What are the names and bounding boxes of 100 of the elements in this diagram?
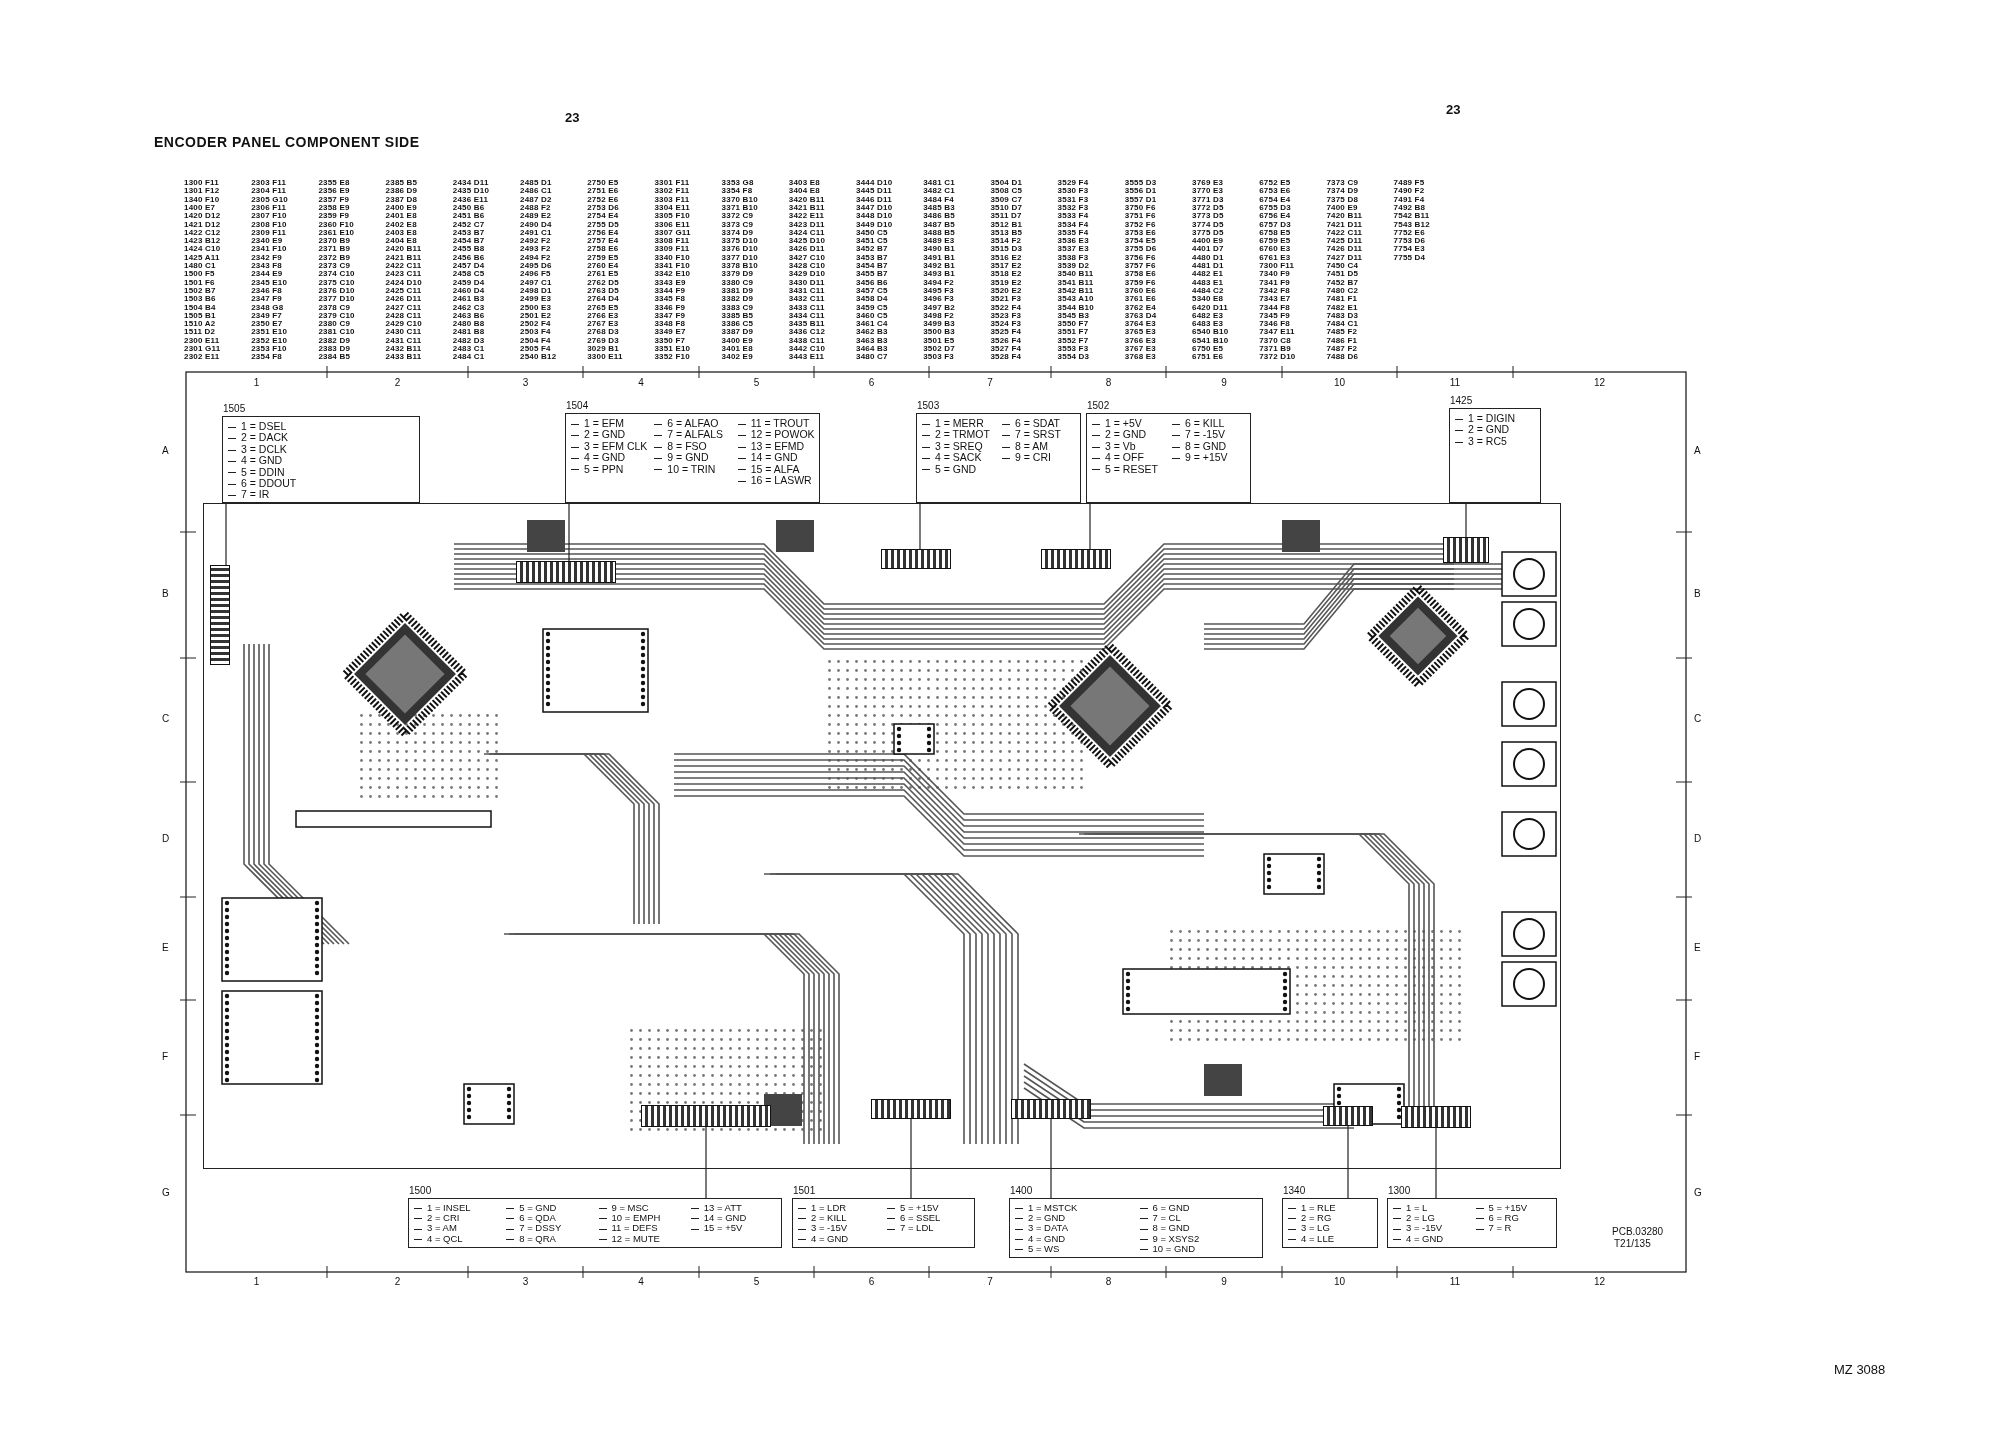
component-location-entry: 3753 E6 xyxy=(1124,228,1156,237)
component-location-entry: 3511 D7 xyxy=(990,212,1022,221)
component-location-entry: 7421 D11 xyxy=(1326,220,1363,229)
leader-line xyxy=(919,502,921,550)
pin-assignment: 11 = DEFS xyxy=(598,1223,685,1234)
pin-assignment: 12 = POWOK xyxy=(737,429,815,441)
component-location-entry: 1422 C12 xyxy=(184,228,221,237)
component-location-entry: 3424 C11 xyxy=(788,228,825,237)
component-location-entry: 3760 E6 xyxy=(1124,286,1156,295)
component-location-entry: 3454 B7 xyxy=(856,262,888,270)
component-location-entry: 3761 E6 xyxy=(1124,295,1156,304)
component-location-entry: 3525 F4 xyxy=(990,328,1022,337)
page-number: 23 xyxy=(1446,102,1461,117)
pin-assignment: 3 = Vb xyxy=(1092,440,1166,453)
component-location-entry: 3353 G8 xyxy=(721,179,754,187)
component-location-entry: 2455 B8 xyxy=(452,245,485,254)
component-location-entry: 2403 E8 xyxy=(385,228,417,237)
component-location-entry: 3344 F9 xyxy=(654,286,686,295)
leader-line xyxy=(568,502,570,562)
component-location-entry: 2434 D11 xyxy=(452,179,489,187)
grid-column-number: 10 xyxy=(1332,1276,1347,1287)
component-location-entry: 3426 D11 xyxy=(788,245,825,254)
component-location-entry: 5340 E8 xyxy=(1192,295,1224,304)
pin-assignment: 3 = DCLK xyxy=(228,443,415,456)
pin-assignment: 1 = DSEL xyxy=(228,421,415,433)
component-location-entry: 7425 D11 xyxy=(1326,237,1363,246)
pin-assignment: 1 = EFM xyxy=(571,418,649,430)
component-location-entry: 3486 B5 xyxy=(923,212,955,221)
component-location-entry: 3764 E3 xyxy=(1124,320,1156,329)
component-location-entry: 3550 F7 xyxy=(1057,320,1089,329)
grid-column-number: 11 xyxy=(1448,1276,1462,1287)
component-location-entry: 6753 E6 xyxy=(1259,187,1291,196)
grid-row-letter: E xyxy=(162,941,169,953)
component-location-entry: 3422 E11 xyxy=(788,212,825,221)
component-location-entry: 3427 C10 xyxy=(788,253,826,262)
component-location-entry: 1423 B12 xyxy=(184,237,221,246)
pin-assignment: 2 = GND xyxy=(1092,429,1166,441)
component-location-entry: 3759 F6 xyxy=(1124,278,1156,287)
component-location-entry: 7400 E9 xyxy=(1326,203,1358,212)
component-location-entry: 3453 B7 xyxy=(856,253,888,262)
pin-assignment: 7 = IR xyxy=(228,489,415,501)
pin-assignment: 8 = GND xyxy=(1172,440,1246,453)
component-location-entry: 3382 D9 xyxy=(721,295,754,304)
component-location-entry: 2433 B11 xyxy=(385,353,422,362)
component-location-entry: 3307 G11 xyxy=(654,228,691,237)
component-location-entry: 3352 F10 xyxy=(654,353,690,362)
component-location-entry: 1503 B6 xyxy=(184,295,216,304)
pin-assignment: 2 = LG xyxy=(1393,1213,1470,1224)
component-location-entry: 2361 E10 xyxy=(318,228,355,237)
connector-header xyxy=(210,565,230,665)
pin-assignment: 16 = LASWR xyxy=(737,475,815,487)
component-location-entry: 2753 D6 xyxy=(587,203,619,212)
pin-assignment: 13 = EFMD xyxy=(737,440,815,453)
component-location-entry: 2751 E6 xyxy=(587,187,619,196)
component-location-entry: 3456 B6 xyxy=(856,278,888,287)
component-location-entry: 3303 F11 xyxy=(654,195,690,204)
component-location-entry: 3379 D9 xyxy=(721,270,754,279)
component-location-entry: 2401 E8 xyxy=(385,212,417,221)
component-location-entry: 2384 B5 xyxy=(318,353,351,362)
component-location-entry: 7344 F8 xyxy=(1259,303,1290,312)
pin-assignment: 1 = LDR xyxy=(798,1203,881,1214)
component-location-entry: 3354 F8 xyxy=(721,187,753,196)
pin-assignment: 15 = ALFA xyxy=(737,463,815,476)
component-location-entry: 3487 B5 xyxy=(923,220,955,229)
grid-row-letter: E xyxy=(1694,941,1701,953)
component-location-entry: 3455 B7 xyxy=(856,270,888,279)
component-location-entry: 3522 F4 xyxy=(990,303,1022,312)
leader-line xyxy=(1347,1125,1349,1199)
pin-assignment: 7 = ALFALS xyxy=(654,429,732,441)
component-location-entry: 2540 B12 xyxy=(520,353,557,362)
component-location-entry: 7420 B11 xyxy=(1326,212,1363,221)
component-location-entry: 6755 D3 xyxy=(1259,203,1291,212)
component-location-entry: 3433 C11 xyxy=(788,303,825,312)
document-number: MZ 3088 xyxy=(1834,1362,1886,1377)
component-location-entry: 2456 B6 xyxy=(452,253,485,262)
component-location-entry: 3493 B1 xyxy=(923,270,955,279)
component-location-entry: 3436 C12 xyxy=(788,328,826,337)
component-location-entry: 3504 D1 xyxy=(990,179,1023,187)
component-location-entry: 7752 E6 xyxy=(1393,228,1425,237)
component-location-entry: 2358 E9 xyxy=(318,203,350,212)
connector-header xyxy=(871,1099,951,1119)
pin-assignment: 1 = MERR xyxy=(922,418,996,430)
component-location-entry: 2495 D6 xyxy=(520,262,552,270)
component-location-entry: 3431 C11 xyxy=(788,286,825,295)
component-location-entry: 3375 D10 xyxy=(721,237,758,246)
grid-row-letter: D xyxy=(162,832,170,844)
component-location-entry: 7371 B9 xyxy=(1259,345,1291,353)
pin-assignment: 8 = QRA xyxy=(506,1233,593,1244)
component-location-entry: 6760 E3 xyxy=(1259,245,1291,254)
pin-assignment: 5 = WS xyxy=(1015,1243,1134,1254)
pin-assignment: 2 = TRMOT xyxy=(922,429,996,441)
component-location-entry: 3429 D10 xyxy=(788,270,826,279)
component-location-entry: 3459 C5 xyxy=(856,303,888,312)
component-location-entry: 3376 D10 xyxy=(721,245,758,254)
grid-column-number: 11 xyxy=(1448,377,1462,388)
component-location-entry: 3420 B11 xyxy=(788,195,825,204)
component-location-entry: 3377 D10 xyxy=(721,253,758,262)
component-location-entry: 2482 D3 xyxy=(452,336,485,345)
component-location-entry: 6754 E4 xyxy=(1259,195,1291,204)
pin-assignment: 14 = GND xyxy=(690,1213,777,1224)
